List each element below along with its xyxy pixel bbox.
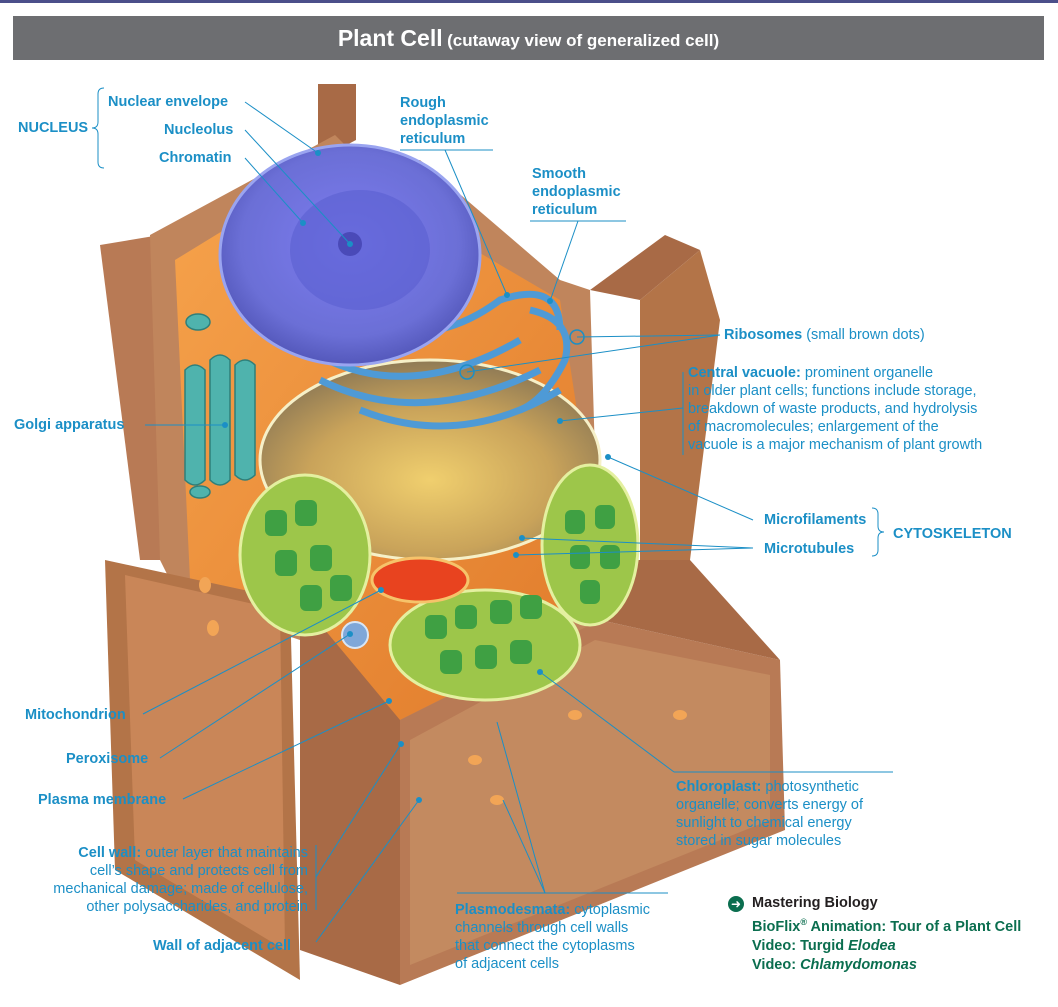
page-subtitle: (cutaway view of generalized cell) (447, 31, 720, 50)
label-microfilaments: Microfilaments (764, 512, 867, 528)
top-rule (0, 0, 1058, 3)
label-chromatin: Chromatin (159, 150, 232, 166)
label-central-vacuole: Central vacuole: prominent organelle in … (688, 365, 983, 453)
label-mitochondrion: Mitochondrion (25, 707, 126, 723)
mastering-link-bioflix[interactable]: BioFlix® Animation: Tour of a Plant Cell (752, 917, 1022, 935)
label-microtubules: Microtubules (764, 541, 855, 557)
mastering-heading: Mastering Biology (752, 895, 878, 911)
chloroplast-right (540, 463, 640, 627)
ribosome-callout-circles (459, 329, 585, 380)
mitochondrion (370, 556, 470, 604)
mastering-biology-box: Mastering Biology BioFlix® Animation: To… (728, 894, 1021, 975)
label-chloroplast: Chloroplast: photosynthetic organelle; c… (676, 779, 863, 849)
label-nuclear-envelope: Nuclear envelope (108, 94, 229, 110)
label-golgi: Golgi apparatus (14, 417, 125, 433)
page-title: Plant Cell (337, 25, 443, 51)
chloroplast-bottom (388, 588, 582, 702)
title-bar: Plant Cell (cutaway view of generalized … (13, 16, 1044, 60)
label-plasmodesmata: Plasmodesmata: cytoplasmic channels thro… (455, 902, 651, 972)
label-nucleolus: Nucleolus (164, 122, 234, 138)
label-ribosomes: Ribosomes (small brown dots) (724, 327, 925, 343)
mastering-link-chlamydomonas[interactable]: Video: Chlamydomonas (752, 956, 917, 973)
label-cytoskeleton: CYTOSKELETON (893, 526, 1012, 542)
chloroplast-left (238, 473, 372, 637)
label-plasma-membrane: Plasma membrane (38, 792, 167, 808)
label-nucleus: NUCLEUS (18, 120, 89, 136)
leader-dots (222, 150, 611, 803)
leader-lines (91, 87, 893, 943)
arrow-right-icon: ➜ (728, 896, 744, 912)
mastering-link-elodea[interactable]: Video: Turgid Elodea (752, 937, 896, 954)
label-wall-adjacent-cell: Wall of adjacent cell (153, 938, 292, 954)
label-cell-wall: Cell wall: outer layer that maintains ce… (53, 845, 308, 915)
label-peroxisome: Peroxisome (66, 751, 149, 767)
nucleus (218, 143, 482, 367)
golgi-apparatus (184, 313, 256, 499)
peroxisome (341, 621, 369, 649)
